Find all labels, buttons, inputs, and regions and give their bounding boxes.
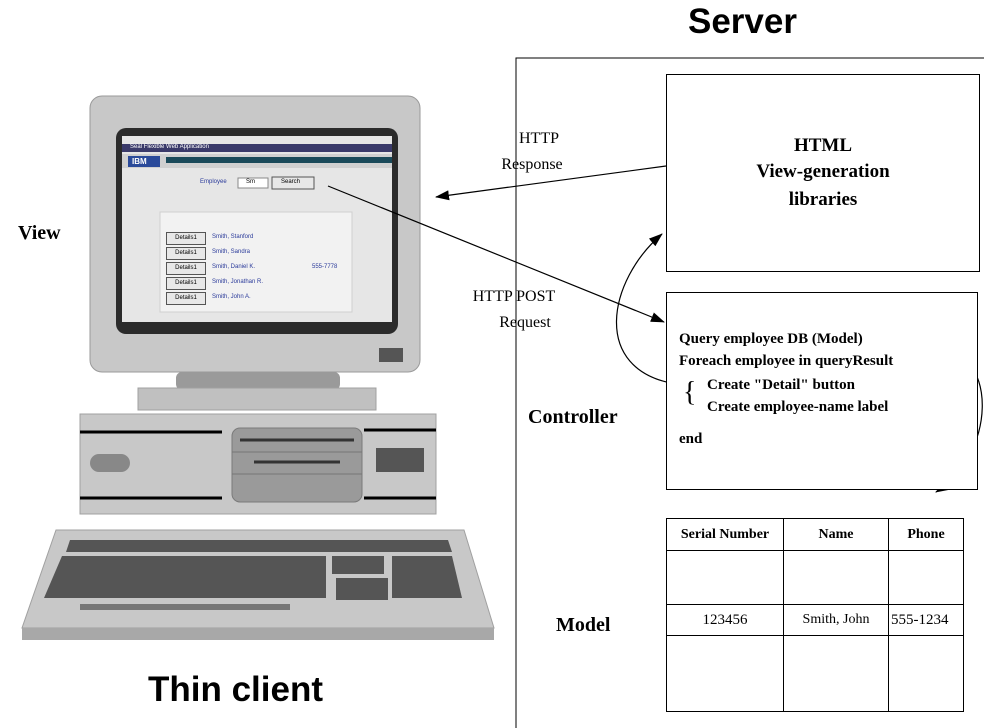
view-generation-box: HTML View-generation libraries [666,74,980,272]
http-post-line1: HTTP POST [472,288,556,305]
screen-results: Details1 Smith, Stanford Details1 Smith,… [166,232,356,307]
table-cell: 123456 [666,604,784,636]
http-post-request-arrow [327,185,665,323]
controller-line-foreach: Foreach employee in queryResult [679,353,894,369]
model-label: Model [556,614,611,636]
model-table-header-row: Serial Number Name Phone [666,518,964,551]
screen-detail-button[interactable]: Details1 [166,292,206,305]
model-header-name: Name [783,518,889,551]
controller-box: Query employee DB (Model) Foreach employ… [666,292,978,490]
thin-client-title: Thin client [148,670,323,709]
model-header-phone: Phone [888,518,964,551]
model-table: Serial Number Name Phone 123456 Smith, J… [666,518,964,712]
table-row: 123456 Smith, John 555-1234 [666,604,964,636]
screen-result-name: Smith, Daniel K. [212,264,256,270]
screen-window-title: Seal Flexible Web Application [130,144,209,150]
controller-label: Controller [528,406,618,428]
table-row [666,550,964,605]
model-header-serial: Serial Number [666,518,784,551]
http-response-arrow [435,165,667,201]
table-cell [666,635,784,712]
view-box-line3: libraries [788,189,858,210]
http-post-label: HTTP POST Request [450,284,570,336]
http-response-line1: HTTP [519,130,559,147]
screen-employee-field[interactable]: Sm [246,179,255,185]
screen-result-name: Smith, Jonathan R. [212,279,264,285]
screen-detail-button[interactable]: Details1 [166,262,206,275]
screen-result-name: Smith, Sandra [212,249,251,255]
table-cell [888,635,964,712]
controller-line-end: end [679,431,703,447]
table-cell [666,550,784,605]
table-cell: 555-1234 [888,604,964,636]
screen-detail-button[interactable]: Details1 [166,232,206,245]
server-outline [515,57,984,728]
screen-ibm-logo: IBM [132,157,147,166]
screen-detail-button[interactable]: Details1 [166,247,206,260]
table-cell: Smith, John [783,604,889,636]
table-cell [783,635,889,712]
table-row [666,635,964,712]
power-button [379,348,403,362]
controller-line-detail: Create "Detail" button [707,377,856,393]
view-label: View [18,222,61,244]
controller-to-view-curve [615,233,677,385]
controller-brace: { [683,377,697,408]
view-box-line1: HTML [793,135,853,156]
screen-search-button[interactable]: Search [281,179,301,185]
table-cell [783,550,889,605]
screen-employee-label: Employee [200,179,227,185]
http-post-line2: Request [499,314,551,331]
server-title: Server [688,2,797,41]
computer-illustration [21,95,495,640]
controller-line-label: Create employee-name label [707,399,889,415]
table-cell [888,550,964,605]
http-response-line2: Response [501,156,563,173]
screen-result-name: Smith, Stanford [212,234,254,240]
screen-result-name: Smith, John A. [212,294,251,300]
view-box-line2: View-generation [756,161,890,182]
screen-result-phone: 555-7778 [312,264,338,270]
controller-line-query: Query employee DB (Model) [679,331,863,347]
http-response-label: HTTP Response [484,126,580,178]
screen-detail-button[interactable]: Details1 [166,277,206,290]
